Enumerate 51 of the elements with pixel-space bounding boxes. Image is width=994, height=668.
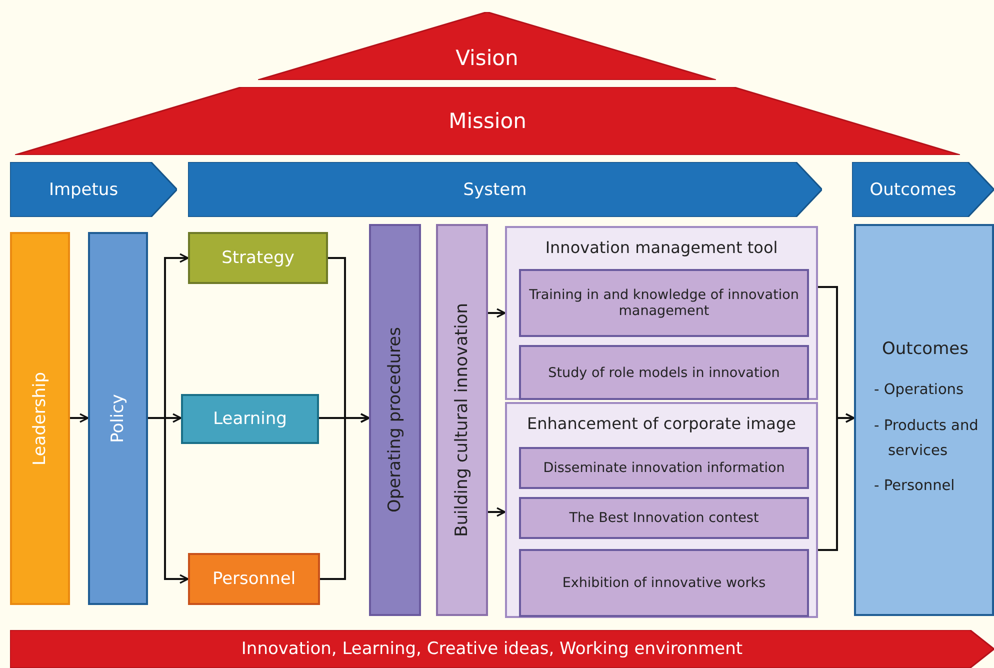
arrow bbox=[70, 413, 89, 423]
list-item: - Products and services bbox=[874, 416, 980, 461]
section-header bbox=[188, 162, 822, 217]
list-item: - Operations bbox=[874, 381, 965, 400]
pillar bbox=[369, 224, 421, 616]
node-label: Mission bbox=[448, 109, 526, 133]
process-box bbox=[519, 497, 809, 539]
pillar bbox=[88, 232, 148, 605]
arrow bbox=[148, 417, 189, 584]
pillar bbox=[436, 224, 488, 616]
group-panel bbox=[505, 402, 818, 618]
arrow bbox=[488, 507, 506, 517]
node-label: Personnel bbox=[212, 569, 296, 589]
node-label: Innovation, Learning, Creative ideas, Working environment bbox=[241, 639, 743, 659]
node-label: Leadership bbox=[30, 372, 50, 466]
node-label: Impetus bbox=[48, 180, 118, 200]
node-label: Disseminate innovation information bbox=[543, 460, 785, 476]
arrow bbox=[818, 413, 855, 551]
process-box bbox=[519, 269, 809, 337]
roof-triangle bbox=[258, 12, 716, 80]
node-label: Training in and knowledge of innovation management bbox=[528, 287, 800, 319]
node-label: Vision bbox=[456, 46, 518, 70]
arrow bbox=[320, 413, 370, 580]
panel-title: Outcomes bbox=[882, 338, 968, 362]
arrow bbox=[488, 308, 506, 318]
node-label: Learning bbox=[213, 409, 287, 429]
node-label: Study of role models in innovation bbox=[548, 364, 780, 380]
panel-title: Enhancement of corporate image bbox=[527, 414, 796, 433]
node-label: Policy bbox=[108, 394, 128, 443]
pillar bbox=[10, 232, 70, 605]
process-box bbox=[519, 549, 809, 617]
process-box bbox=[181, 394, 319, 444]
foundation-band bbox=[10, 630, 994, 668]
roof-band bbox=[15, 87, 960, 155]
node-label: Strategy bbox=[222, 248, 294, 268]
process-box bbox=[519, 447, 809, 489]
node-label: System bbox=[463, 180, 527, 200]
section-header bbox=[10, 162, 177, 217]
process-box bbox=[188, 553, 320, 605]
section-header bbox=[852, 162, 994, 217]
node-label: The Best Innovation contest bbox=[569, 510, 759, 526]
group-panel bbox=[505, 226, 818, 400]
node-label: Building cultural innovation bbox=[452, 303, 472, 537]
list-item: - Personnel bbox=[874, 477, 956, 496]
process-box bbox=[519, 345, 809, 400]
panel-title: Innovation management tool bbox=[545, 238, 778, 257]
node-label: Outcomes bbox=[870, 180, 956, 200]
node-label: Exhibition of innovative works bbox=[562, 575, 766, 591]
process-box bbox=[188, 232, 328, 284]
outcome-panel bbox=[854, 224, 994, 616]
node-label: Operating procedures bbox=[385, 327, 405, 513]
